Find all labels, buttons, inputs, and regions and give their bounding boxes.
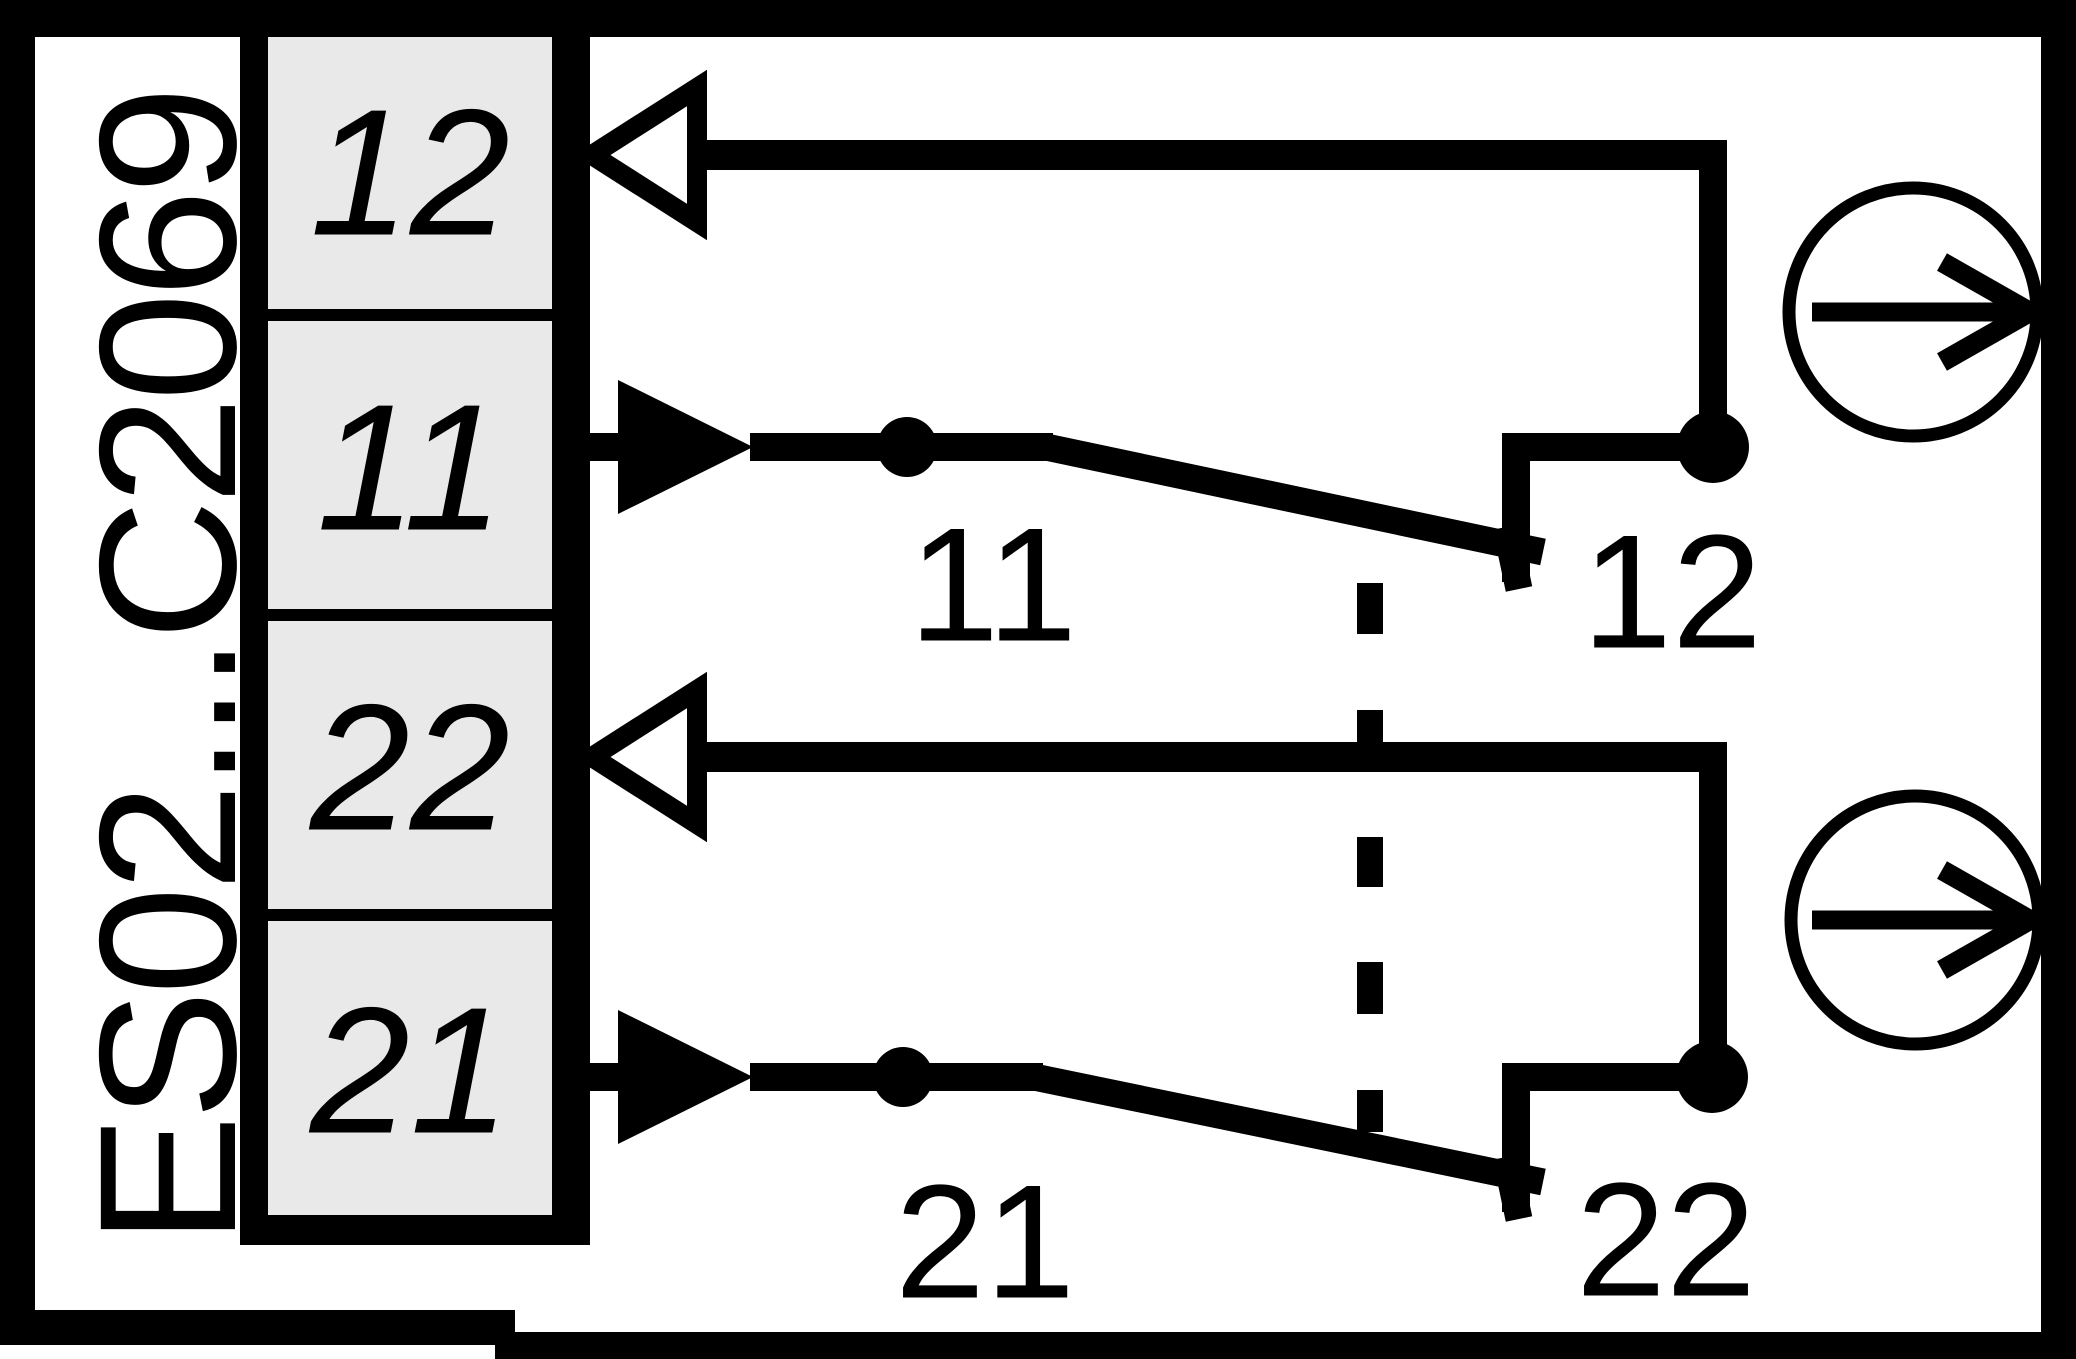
terminal-right-bar <box>552 37 590 1245</box>
contact-arms <box>1031 433 1546 1222</box>
incoming-arrow-icon-11 <box>618 380 753 514</box>
terminal-column-fill <box>268 37 552 1215</box>
wire-21-stub <box>590 1063 620 1091</box>
contact-label-22: 22 <box>1576 1150 1756 1331</box>
actuation-arrow-head-top <box>1937 253 2051 371</box>
wire-12-horizontal <box>697 140 1727 170</box>
junction-dot-22 <box>1676 1041 1748 1113</box>
pivot-dot-11 <box>877 417 937 477</box>
wire-12-vertical <box>1699 140 1727 460</box>
contact-label-21: 21 <box>895 1152 1075 1333</box>
dash-segment <box>1357 583 1383 634</box>
moving-arm-bottom-end-tick <box>1492 1154 1533 1222</box>
actuation-direction-icon-top <box>1782 181 2051 443</box>
terminal-label-12: 12 <box>310 73 510 274</box>
frame-right-bar <box>2041 0 2076 1359</box>
moving-arm-top <box>1043 433 1546 566</box>
terminal-divider-11-22 <box>268 609 552 621</box>
dash-segment <box>1357 962 1383 1014</box>
mechanical-link-dashed-line <box>1357 583 1383 1132</box>
dash-segment <box>1357 710 1383 747</box>
wire-22-horizontal <box>697 742 1727 772</box>
actuation-direction-icon-bottom <box>1784 789 2051 1051</box>
terminal-arrows <box>573 69 753 1144</box>
circuit-contact-labels: 11 12 21 22 <box>895 495 1762 1333</box>
frame-left-bar <box>0 0 35 1345</box>
label-terminal-divider-bar <box>240 37 268 1245</box>
contact-label-11: 11 <box>909 495 1077 676</box>
terminal-label-11: 11 <box>317 368 504 569</box>
outgoing-arrow-icon-22 <box>573 671 707 843</box>
terminal-label-21: 21 <box>308 971 510 1172</box>
terminal-block: 12 11 22 21 <box>240 37 590 1245</box>
pivot-dot-21 <box>873 1047 933 1107</box>
incoming-arrow-icon-21 <box>618 1010 753 1144</box>
terminal-divider-12-11 <box>268 309 552 321</box>
dash-segment <box>1357 1090 1383 1132</box>
actuation-arrow-head-bottom <box>1937 861 2051 979</box>
wire-11-stub <box>590 433 620 461</box>
circuit-box-bottom-bar <box>495 1332 2076 1359</box>
device-code-label: ES02...C2069 <box>59 91 277 1245</box>
dash-segment <box>1357 837 1383 887</box>
moving-arm-bottom <box>1031 1063 1546 1196</box>
outgoing-arrow-icon-12 <box>573 69 707 241</box>
terminal-divider-22-21 <box>268 909 552 921</box>
wire-22-vertical <box>1699 742 1727 1090</box>
terminal-label-22: 22 <box>308 668 510 869</box>
junction-dot-12 <box>1677 411 1749 483</box>
contact-label-12: 12 <box>1582 502 1762 683</box>
terminal-bottom-bar <box>240 1215 590 1245</box>
moving-arm-top-end-tick <box>1492 524 1533 592</box>
frame-top-bar <box>0 0 2076 37</box>
label-box-bottom-bar <box>0 1310 515 1345</box>
connection-dots <box>873 411 1749 1113</box>
